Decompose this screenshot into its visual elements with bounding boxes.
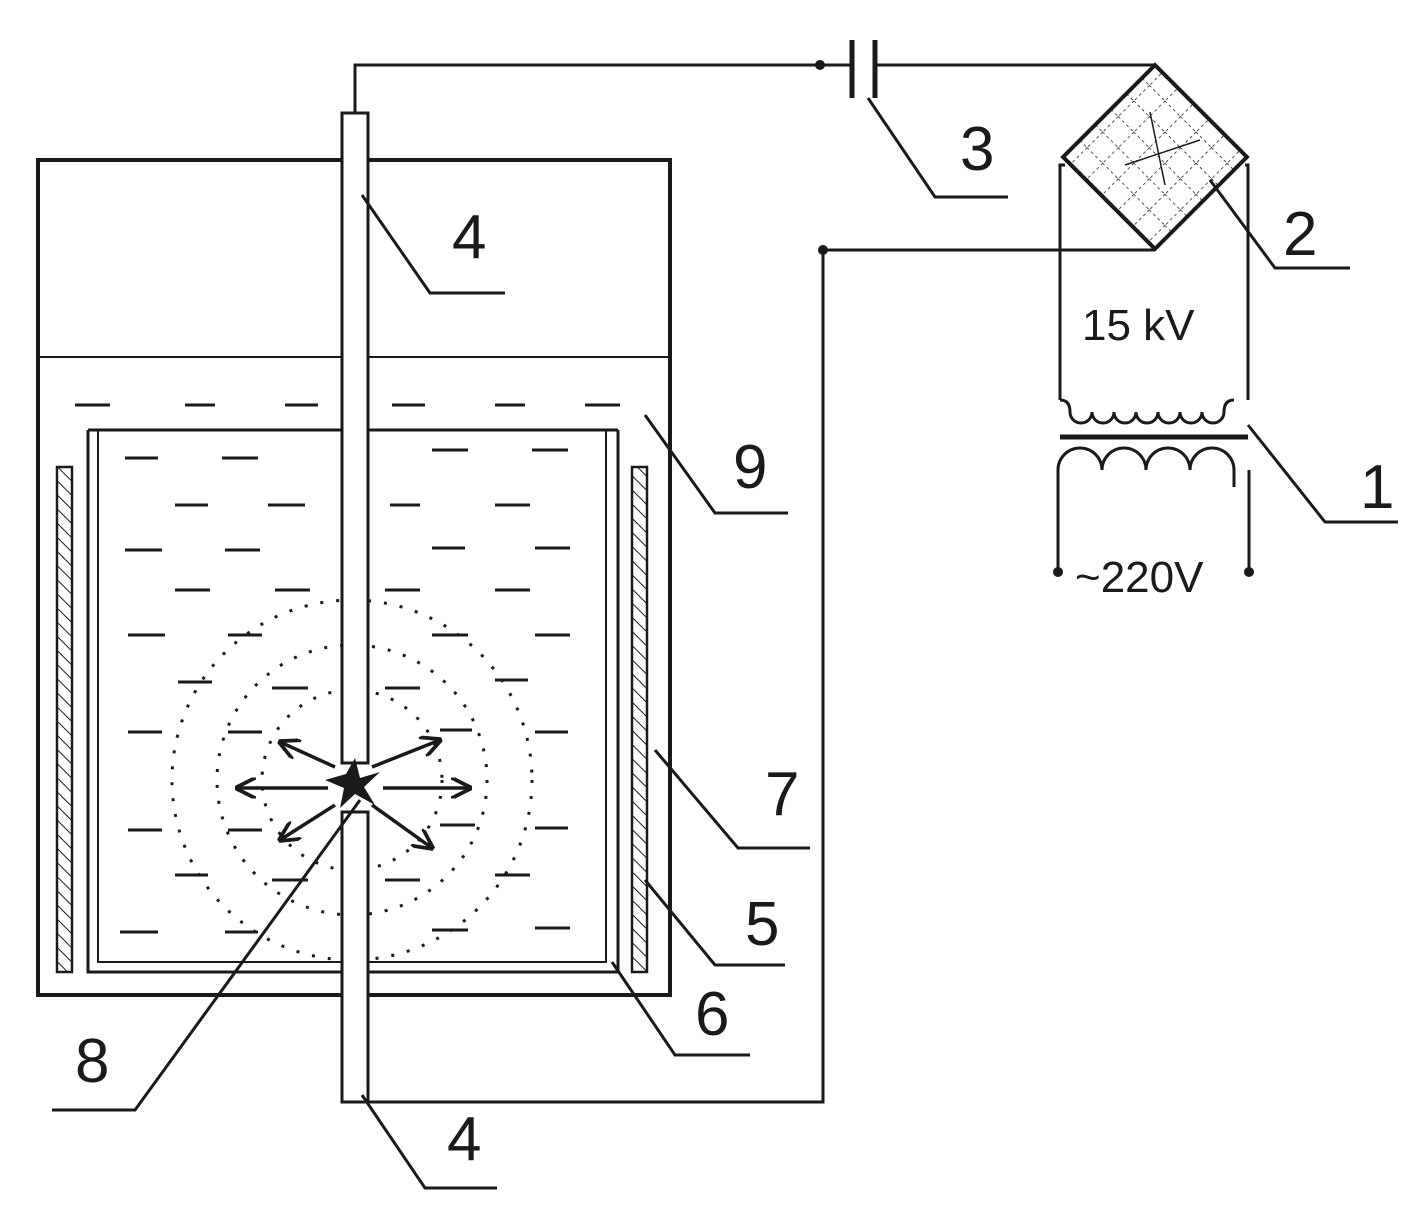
label-high-voltage: 15 kV xyxy=(1082,301,1195,350)
leader-lines xyxy=(52,97,1398,1190)
electrode-top xyxy=(340,111,370,765)
pressure-arrows xyxy=(237,740,470,848)
label-mains-voltage: ~220V xyxy=(1075,553,1204,602)
label-heater: 5 xyxy=(745,890,779,959)
discharge-spark xyxy=(325,758,380,808)
label-inner-vessel: 6 xyxy=(695,980,729,1049)
label-outer-vessel: 7 xyxy=(765,760,799,829)
label-capacitor: 3 xyxy=(960,115,994,184)
heater xyxy=(55,465,649,974)
label-discharge: 8 xyxy=(75,1027,109,1096)
wiring xyxy=(353,60,1155,1104)
rectifier-bridge xyxy=(1060,62,1250,252)
label-liquid: 9 xyxy=(733,433,767,502)
liquid-body xyxy=(120,448,570,934)
label-electrode-top: 4 xyxy=(452,203,486,272)
label-electrode-bottom: 4 xyxy=(447,1105,481,1174)
label-rectifier: 2 xyxy=(1283,200,1317,269)
label-transformer: 1 xyxy=(1360,453,1394,522)
capacitor xyxy=(849,40,878,98)
transformer xyxy=(1053,163,1254,577)
shock-wave xyxy=(170,598,534,962)
electrode-bottom xyxy=(340,810,370,1104)
